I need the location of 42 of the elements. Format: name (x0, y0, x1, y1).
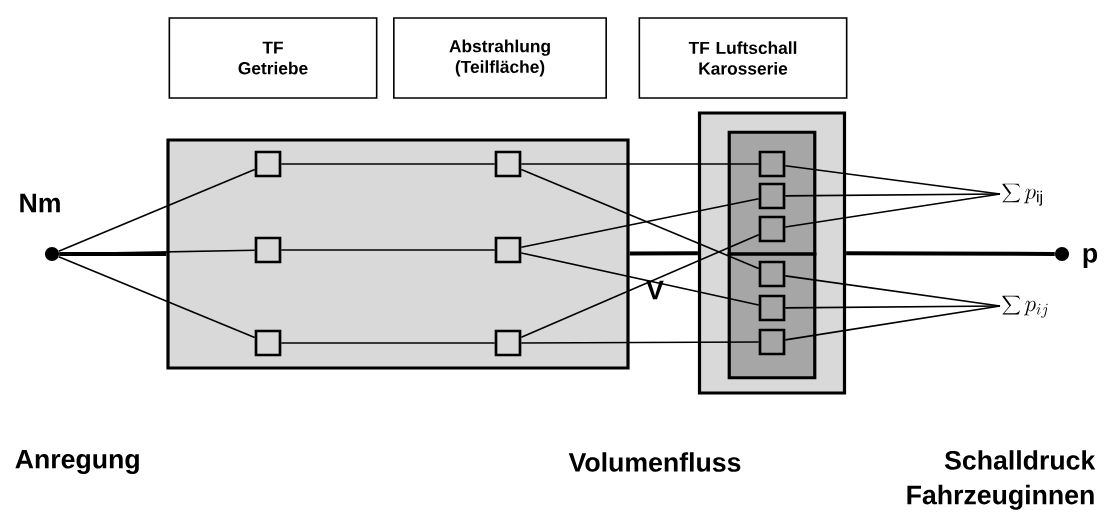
terminal-label: Nm (20, 193, 60, 213)
connector-line (280, 163, 496, 165)
signal-line (629, 251, 698, 256)
connector-line (784, 305, 1001, 341)
connector-line (280, 249, 496, 251)
connector-line (57, 168, 256, 252)
connector-line (520, 341, 760, 344)
sum-formula: $\sum p_{ij}$ (1002, 295, 1048, 318)
connector-line (520, 163, 760, 165)
connector-line (57, 255, 256, 339)
junction-square (758, 215, 786, 243)
junction-square (494, 150, 522, 178)
connector-line (520, 168, 760, 270)
connector-line (520, 197, 760, 249)
junction-square (758, 294, 786, 322)
junction-square (758, 260, 786, 288)
title-box: TF Luftschall Karosserie (638, 17, 848, 99)
title-box: Abstrahlung (Teilfläche) (393, 17, 607, 99)
connector-line (784, 193, 1001, 228)
junction-square (494, 329, 522, 357)
junction-square (494, 236, 522, 264)
junction-square (758, 150, 786, 178)
connector-line (784, 193, 1001, 197)
block-box (166, 138, 630, 370)
sum-formula: $\sum p_{\mathrm{ij}}$ (1002, 183, 1042, 206)
junction-square (254, 236, 282, 264)
connector-line (280, 342, 496, 344)
connector-line (520, 252, 760, 306)
title-box: TF Getriebe (168, 17, 378, 99)
connector-line (58, 249, 256, 255)
junction-square (758, 328, 786, 356)
terminal-label: p (1083, 248, 1098, 268)
signal-line (59, 252, 167, 256)
connector-line (520, 233, 760, 339)
stage-label: Volumenfluss (568, 452, 741, 472)
junction-square (254, 329, 282, 357)
junction-square (758, 182, 786, 210)
junction-square (254, 150, 282, 178)
connector-line (784, 305, 1001, 309)
stage-label: Anregung (15, 450, 139, 474)
stage-label: Schalldruck Fahrzeuginnen (907, 450, 1096, 510)
signal-line (846, 251, 1055, 256)
